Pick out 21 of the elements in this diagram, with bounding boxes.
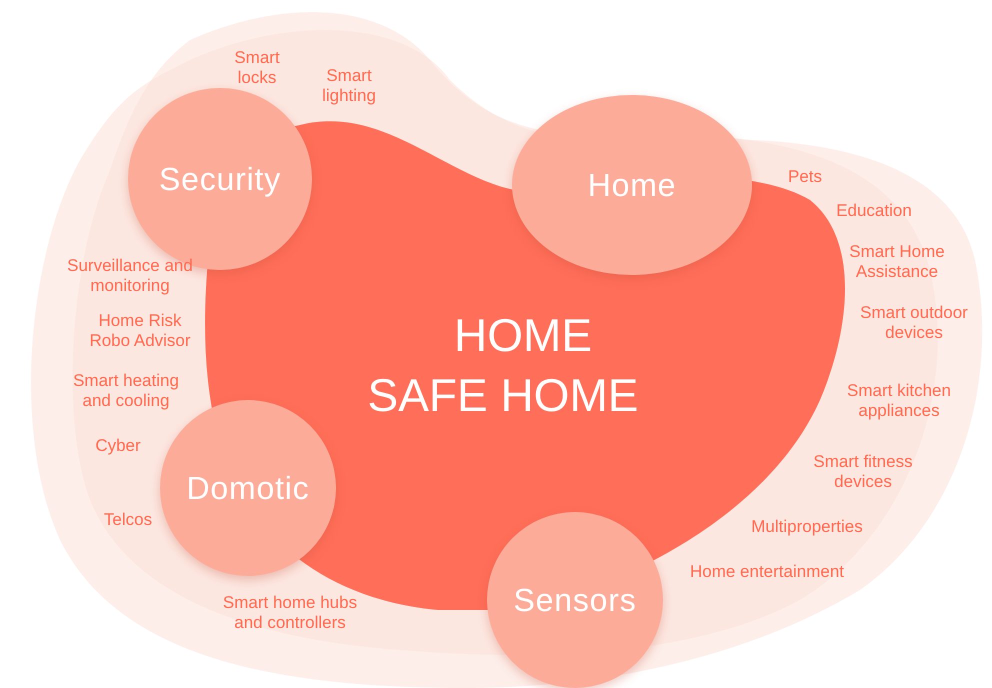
topic-label: Surveillance and monitoring [67, 256, 193, 296]
topic-label: Pets [786, 167, 824, 187]
topic-label: Home entertainment [688, 562, 846, 582]
category-label: Sensors [514, 581, 636, 620]
category-label: Home [588, 166, 676, 205]
center-title: HOME SAFE HOME [366, 308, 640, 423]
topic-label: Telcos [102, 510, 154, 530]
topic-label: Smart locks [233, 48, 281, 88]
topic-label: Smart heating and cooling [72, 371, 180, 411]
topic-label: Smart fitness devices [812, 452, 914, 492]
topic-label: Multiproperties [750, 517, 864, 537]
category-label: Domotic [186, 469, 310, 508]
topic-label: Smart outdoor devices [859, 303, 969, 343]
topic-label: Home Risk Robo Advisor [88, 311, 192, 351]
topic-label: Smart Home Assistance [848, 242, 946, 282]
category-label: Security [159, 160, 281, 199]
topic-label: Smart lighting [321, 66, 377, 106]
topic-label: Smart home hubs and controllers [222, 593, 358, 633]
topic-label: Smart kitchen appliances [846, 381, 952, 421]
topic-label: Cyber [94, 436, 142, 456]
topic-label: Education [835, 201, 913, 221]
